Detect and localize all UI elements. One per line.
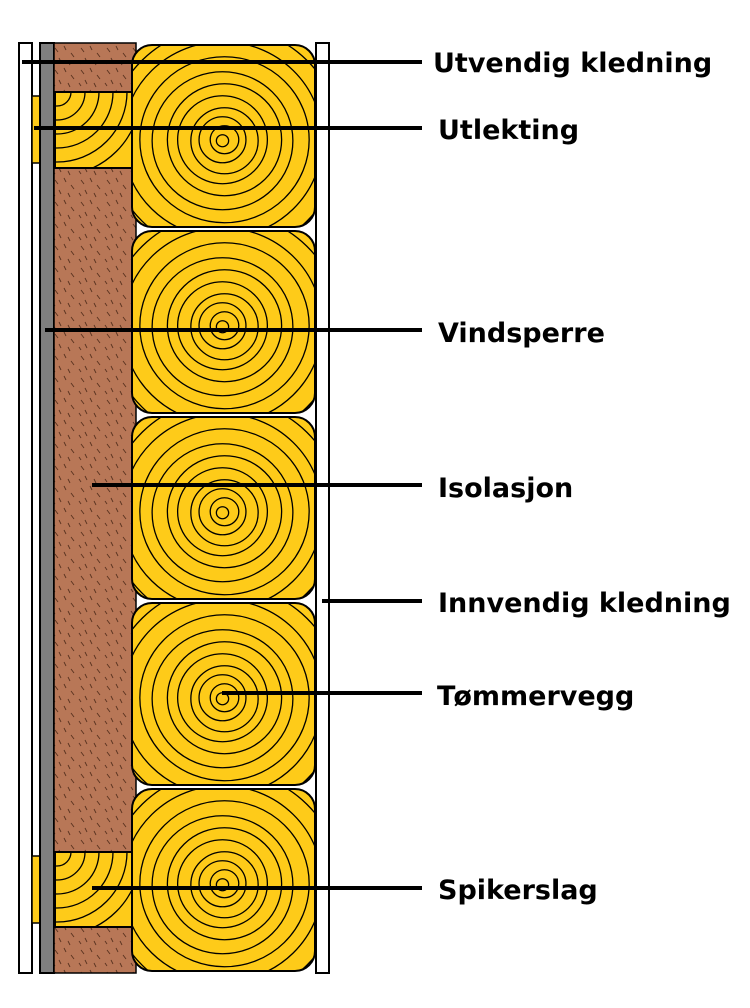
inner-cladding xyxy=(315,42,330,974)
timber-log xyxy=(131,788,316,972)
label-vindsperre: Vindsperre xyxy=(438,318,605,349)
outer-cladding xyxy=(18,42,33,974)
timber-log xyxy=(131,230,316,414)
label-innvendig-kledning: Innvendig kledning xyxy=(438,588,731,619)
insulation-layer xyxy=(53,42,137,974)
label-tommervegg: Tømmervegg xyxy=(437,681,634,712)
timber-log xyxy=(131,416,316,600)
wind-barrier xyxy=(39,42,55,974)
label-spikerslag: Spikerslag xyxy=(438,875,598,906)
timber-log xyxy=(131,44,316,228)
leader-lines xyxy=(22,60,422,890)
timber-logs xyxy=(131,44,316,972)
label-utvendig-kledning: Utvendig kledning xyxy=(433,48,712,79)
outer-batten-bottom xyxy=(31,855,41,924)
label-utlekting: Utlekting xyxy=(438,115,579,146)
timber-log xyxy=(131,602,316,786)
label-isolasjon: Isolasjon xyxy=(438,473,573,504)
